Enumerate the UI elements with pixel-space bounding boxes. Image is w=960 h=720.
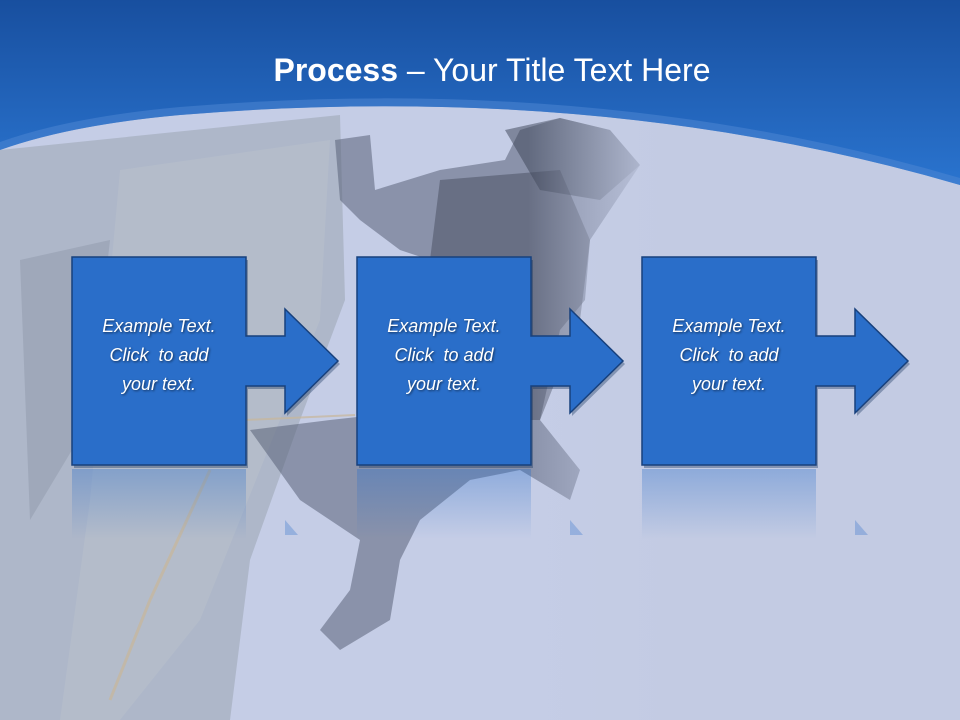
step-2-line-3: your text. xyxy=(406,374,482,394)
slide-title[interactable]: Process – Your Title Text Here xyxy=(0,52,960,89)
title-rest: Your Title Text Here xyxy=(433,52,711,88)
step-3-reflection xyxy=(642,469,816,539)
step-2-text: Example Text. Click to add your text. xyxy=(357,312,531,399)
title-bold: Process xyxy=(273,52,399,88)
process-step-2[interactable]: Example Text. Click to add your text. xyxy=(357,257,531,465)
header-band xyxy=(0,0,960,185)
process-step-3[interactable]: Example Text. Click to add your text. xyxy=(642,257,816,465)
title-dash: – xyxy=(406,52,425,88)
step-1-arrow-box[interactable] xyxy=(71,256,340,466)
step-3-line-1: Example Text. xyxy=(672,316,786,336)
step-2-reflection xyxy=(357,469,531,539)
step-1-reflection xyxy=(72,469,246,539)
step-1-text: Example Text. Click to add your text. xyxy=(72,312,246,399)
step-3-line-2: Click to add xyxy=(679,345,779,365)
process-step-1[interactable]: Example Text. Click to add your text. xyxy=(72,257,246,465)
step-2-reflection-tip xyxy=(570,520,583,535)
step-3-text: Example Text. Click to add your text. xyxy=(642,312,816,399)
step-3-arrow-box[interactable] xyxy=(641,256,910,466)
step-2-line-2: Click to add xyxy=(394,345,494,365)
step-1-line-3: your text. xyxy=(121,374,197,394)
step-1-line-1: Example Text. xyxy=(102,316,216,336)
step-3-reflection-tip xyxy=(855,520,868,535)
step-2-line-1: Example Text. xyxy=(387,316,501,336)
step-1-line-2: Click to add xyxy=(109,345,209,365)
step-1-reflection-tip xyxy=(285,520,298,535)
step-3-line-3: your text. xyxy=(691,374,767,394)
step-2-arrow-box[interactable] xyxy=(356,256,625,466)
